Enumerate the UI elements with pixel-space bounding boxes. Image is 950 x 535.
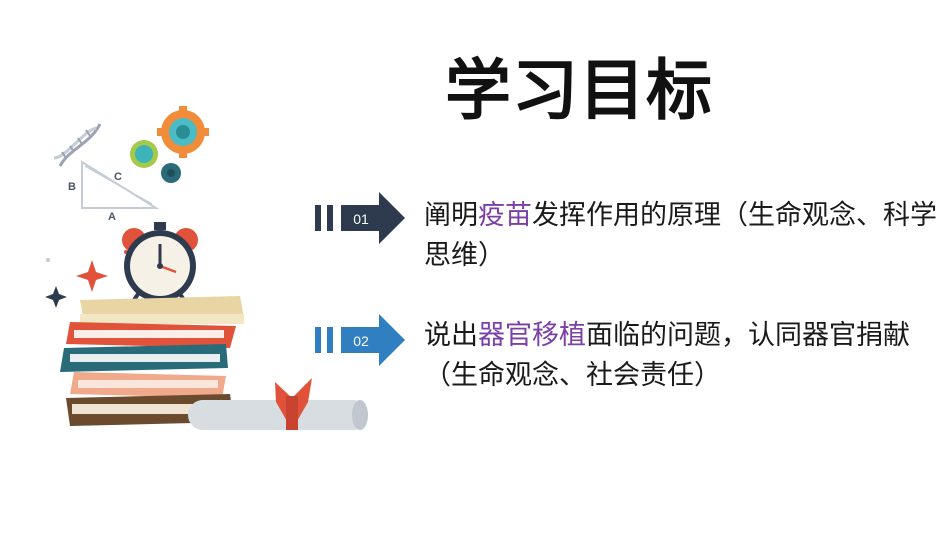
page-title: 学习目标 [445, 52, 713, 129]
objective-1-text: 阐明疫苗发挥作用的原理（生命观念、科学思维） [424, 196, 950, 276]
objective-2-text-after: 面临的问题，认同器官捐献（生命观念、社会责任） [424, 320, 910, 391]
alarm-clock-icon [122, 222, 198, 308]
dna-icon [53, 123, 102, 167]
objective-1-highlight: 疫苗 [478, 200, 532, 231]
objective-2-number: 02 [353, 333, 369, 349]
objective-2-text: 说出器官移植面临的问题，认同器官捐献（生命观念、社会责任） [424, 316, 950, 396]
triangle-label-b: B [68, 181, 76, 193]
objective-1-badge: 01 [315, 192, 405, 244]
objective-2-badge: 02 [315, 314, 405, 366]
triangle-label-a: A [108, 211, 116, 223]
gear-icon [130, 106, 209, 183]
triangle-label-c: C [114, 171, 122, 183]
triangle-diagram: B C A [68, 160, 160, 223]
objective-1-number: 01 [353, 211, 369, 227]
study-illustration: B C A [45, 106, 368, 430]
objective-1-text-after: 发挥作用的原理（生命观念、科学思维） [424, 200, 937, 271]
objective-2-highlight: 器官移植 [478, 320, 586, 351]
books-icon [60, 296, 244, 426]
diploma-icon [188, 378, 368, 430]
objective-1-text-before: 阐明 [424, 200, 478, 231]
objective-2-text-before: 说出 [424, 320, 478, 351]
